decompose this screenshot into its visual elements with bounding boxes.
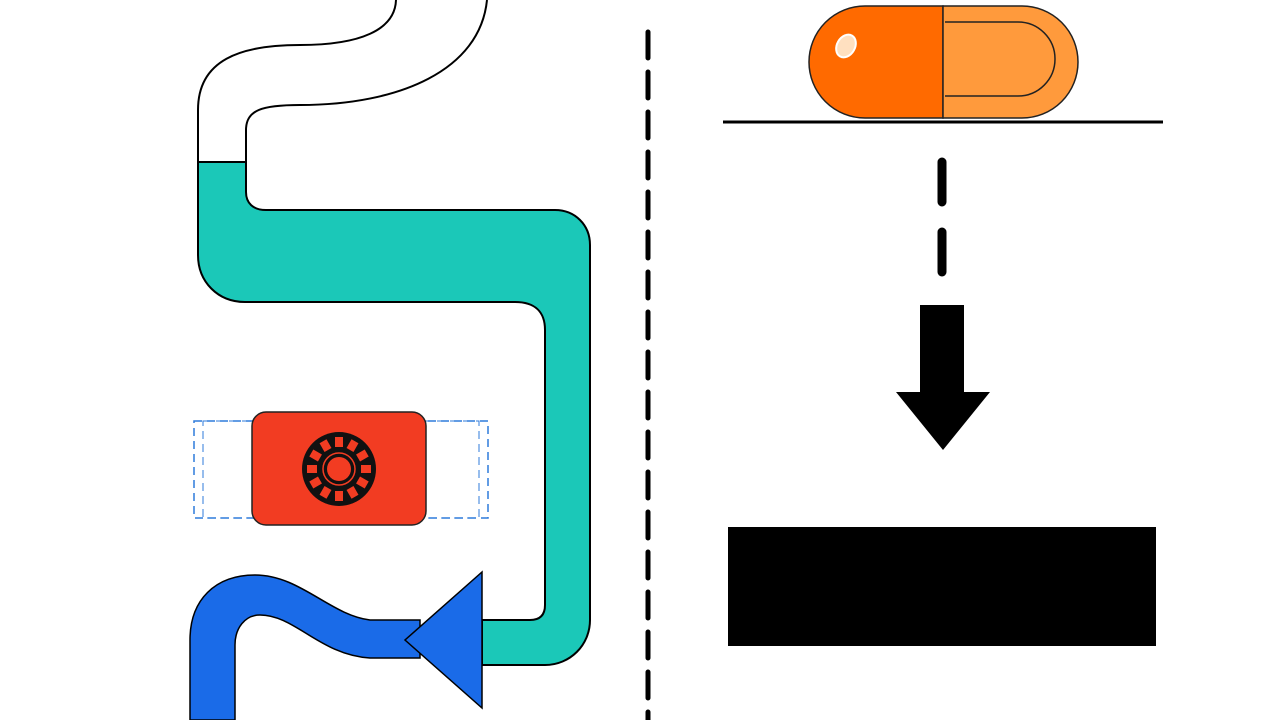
gear-icon xyxy=(302,432,376,506)
down-arrow-icon xyxy=(896,305,990,450)
blue-arrow-body xyxy=(189,574,421,720)
capsule-icon xyxy=(808,5,1079,119)
upper-pipe-outline xyxy=(197,0,397,162)
black-block xyxy=(728,527,1156,646)
upper-pipe-outline-inner xyxy=(245,0,488,162)
blue-arrow-head xyxy=(403,570,483,710)
